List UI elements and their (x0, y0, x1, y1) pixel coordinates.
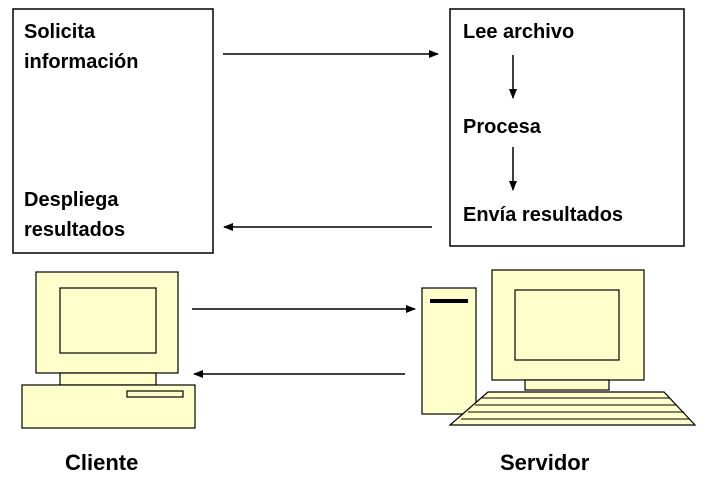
tower-server-computer-icon (421, 269, 697, 426)
server-label: Servidor (500, 450, 590, 475)
send-results-step: Envía resultados (463, 204, 623, 226)
process-step: Procesa (463, 116, 542, 138)
desktop-computer-icon (21, 271, 196, 429)
display-results-line1: Despliega (24, 189, 119, 211)
server-process-box: Lee archivo Procesa Envía resultados (449, 8, 685, 247)
read-file-step: Lee archivo (463, 21, 574, 43)
display-results-line2: resultados (24, 219, 125, 241)
keyboard (448, 391, 697, 426)
drive-slot (430, 299, 468, 303)
request-info-line2: información (24, 51, 138, 73)
request-info-line1: Solicita (24, 21, 96, 43)
floppy-drive-slot (126, 390, 184, 398)
client-label: Cliente (65, 450, 138, 475)
client-process-box: Solicita información Despliega resultado… (12, 8, 214, 254)
